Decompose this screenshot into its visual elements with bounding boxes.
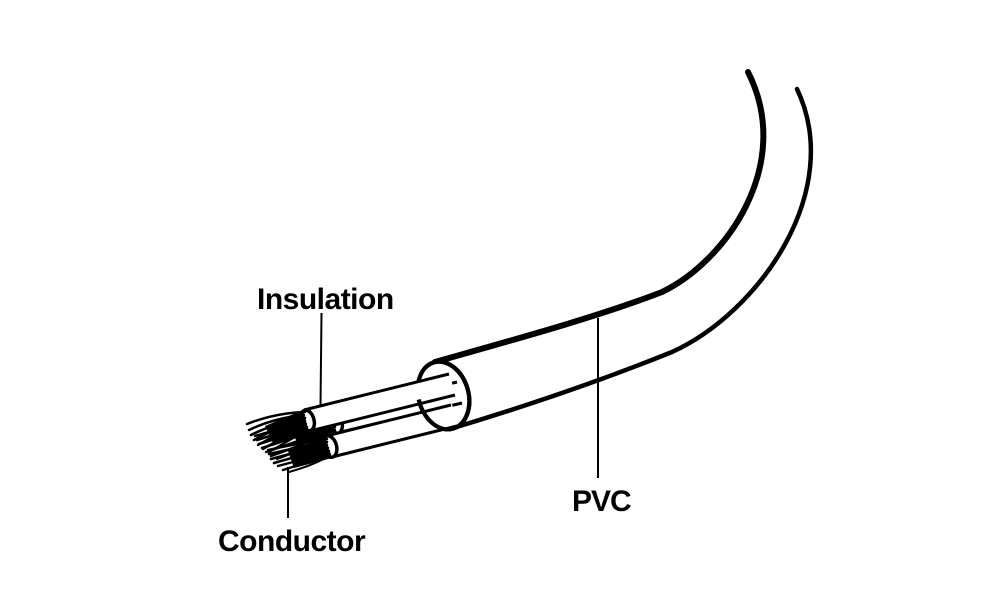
pvc-label: PVC	[572, 485, 631, 518]
conductor-strands-a	[245, 410, 309, 454]
pvc-jacket-outer-edge	[432, 69, 767, 365]
insulation-label: Insulation	[257, 283, 394, 316]
conductor-label: Conductor	[218, 525, 366, 558]
insulation-leader-line	[319, 312, 323, 408]
pvc-jacket-body	[435, 72, 811, 429]
conductor-strands-c	[266, 437, 332, 473]
pvc-jacket-inner-edge	[447, 86, 814, 432]
pvc-jacket-front-rim	[416, 359, 472, 432]
insulated-wire-a	[298, 372, 456, 433]
